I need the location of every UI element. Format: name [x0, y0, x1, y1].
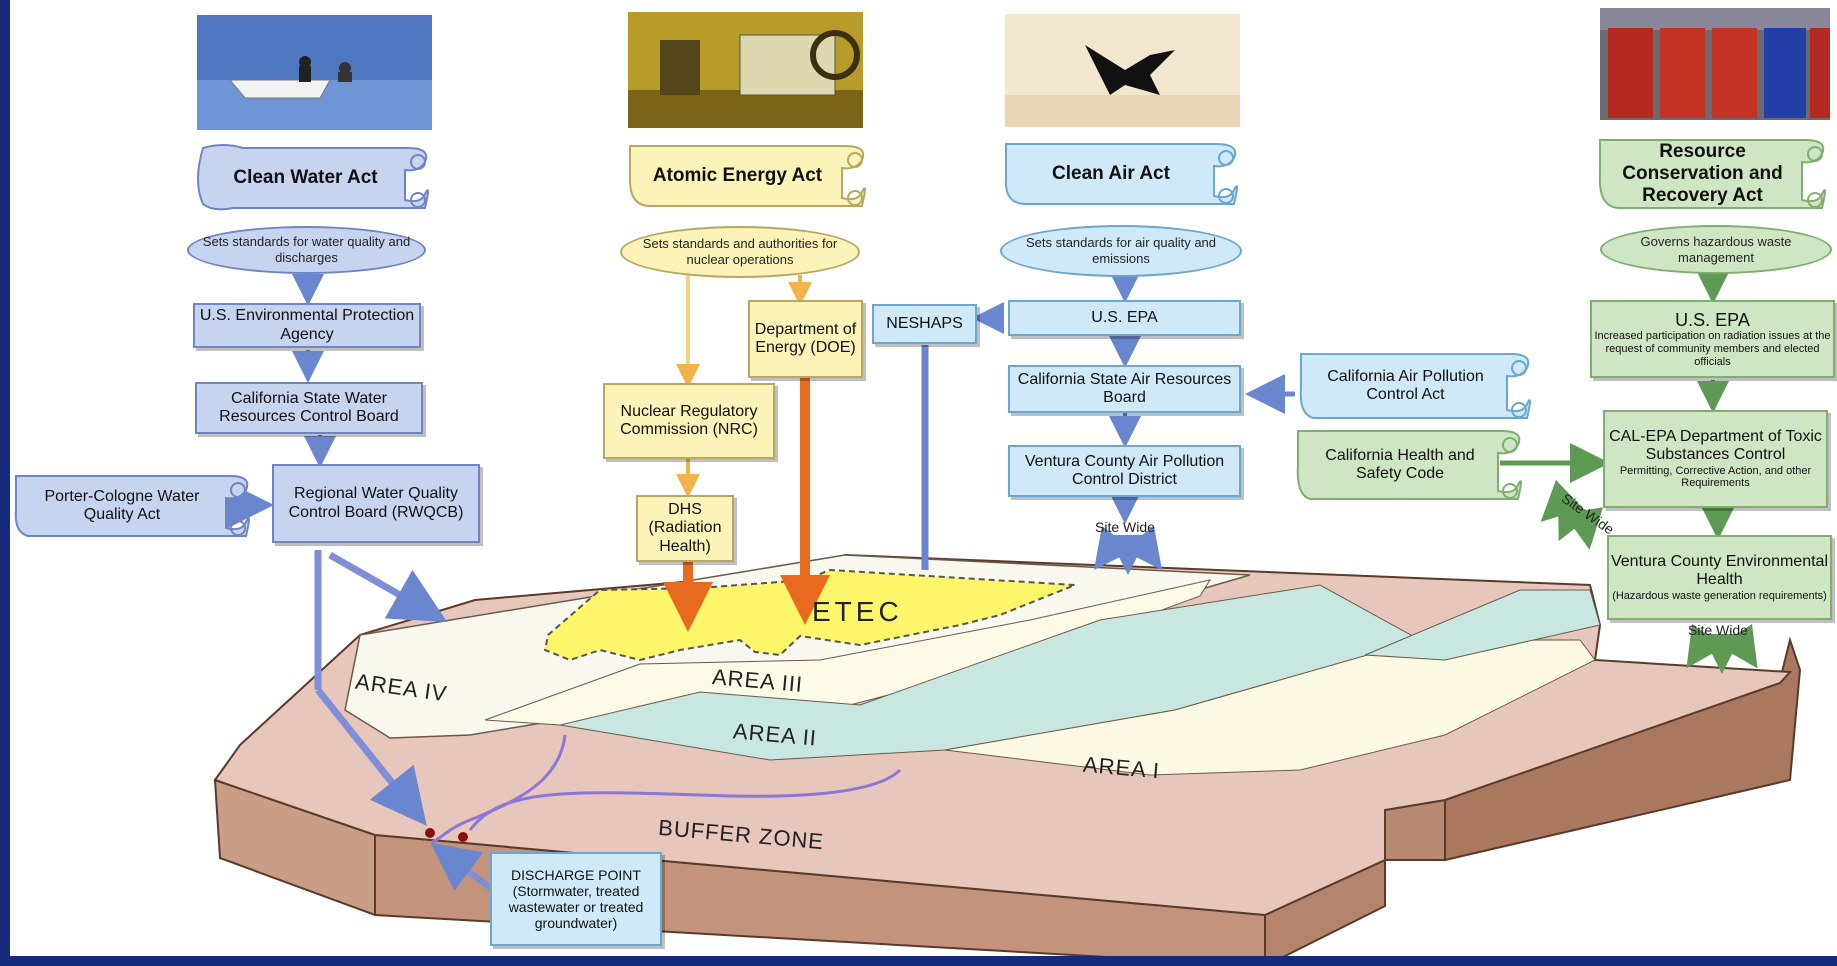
site-wide-arrow [1563, 507, 1604, 550]
us-epa-water-box: U.S. Environmental Protection Agency [193, 303, 421, 348]
neshaps-box: NESHAPS [872, 304, 977, 344]
waste-drums-photo-icon [1600, 8, 1830, 120]
site-wide-arrow [1686, 623, 1726, 669]
discharge-point-marker [425, 828, 435, 838]
boat-photo-icon [197, 15, 432, 130]
clean-water-act-scroll: Clean Water Act [193, 142, 438, 214]
rwqcb-to-site-arrow [328, 551, 448, 622]
ca-air-act-scroll: California Air Pollution Control Act [1293, 348, 1538, 424]
nrc-box: Nuclear Regulatory Commission (NRC) [603, 383, 775, 459]
ca-air-act-label: California Air Pollution Control Act [1327, 367, 1484, 403]
discharge-point-marker [458, 832, 468, 842]
rcra-desc: Governs hazardous waste management [1600, 225, 1832, 274]
ca-air-board-box: California State Air Resources Board [1008, 365, 1241, 413]
left-frame-border [0, 0, 10, 966]
drainage-line [431, 734, 567, 844]
porter-cologne-scroll: Porter-Cologne Water Quality Act [8, 470, 256, 542]
area-i-teal-strip [1364, 589, 1601, 661]
ventura-health-text: (Hazardous waste generation requirements… [1612, 589, 1827, 602]
dtsc-title: CAL-EPA Department of Toxic Substances C… [1609, 427, 1822, 464]
etec-label: ETEC [812, 596, 903, 627]
clean-water-desc: Sets standards for water quality and dis… [187, 226, 426, 274]
discharge-point-box: DISCHARGE POINT (Stormwater, treated was… [490, 852, 662, 946]
air-site-wide-label: Site Wide [1095, 519, 1155, 535]
us-epa-air-box: U.S. EPA [1008, 300, 1241, 336]
atomic-desc: Sets standards and authorities for nucle… [620, 226, 860, 278]
area-ii-surface [559, 584, 1422, 761]
bird-photo-icon [1005, 14, 1240, 127]
site-wide-arrow [1094, 526, 1134, 570]
health-safety-code-label: California Health and Safety Code [1325, 446, 1475, 482]
rcra-epa-text: Increased participation on radiation iss… [1594, 330, 1831, 368]
ventura-air-district-box: Ventura County Air Pollution Control Dis… [1008, 445, 1241, 497]
clean-air-act-scroll: Clean Air Act [996, 138, 1246, 210]
rcra-site-wide-label-2: Site Wide [1688, 622, 1748, 638]
dtsc-box: CAL-EPA Department of Toxic Substances C… [1603, 410, 1828, 508]
porter-cologne-label: Porter-Cologne Water Quality Act [44, 487, 200, 523]
atomic-energy-act-label: Atomic Energy Act [652, 165, 823, 187]
laboratory-photo-icon [628, 12, 863, 128]
area-i-surface [944, 639, 1596, 776]
rcra-label: Resource Conservation and Recovery Act [1622, 141, 1783, 206]
ca-water-board-box: California State Water Resources Control… [195, 382, 423, 434]
dtsc-text: Permitting, Corrective Action, and other… [1619, 464, 1812, 490]
ventura-health-box: Ventura County Environmental Health (Haz… [1607, 535, 1832, 620]
clean-air-desc: Sets standards for air quality and emiss… [1000, 225, 1242, 277]
doe-box: Department of Energy (DOE) [748, 300, 863, 378]
clean-water-act-label: Clean Water Act [233, 167, 378, 189]
drainage-line [468, 768, 902, 831]
rcra-epa-box: U.S. EPA Increased participation on radi… [1590, 300, 1835, 378]
clean-air-act-label: Clean Air Act [1052, 163, 1170, 185]
rcra-epa-title: U.S. EPA [1675, 309, 1750, 330]
atomic-energy-act-scroll: Atomic Energy Act [620, 140, 875, 212]
ventura-health-title: Ventura County Environmental Health [1610, 552, 1828, 589]
bottom-frame-border [0, 956, 1837, 966]
dhs-box: DHS (Radiation Health) [636, 495, 734, 562]
site-wide-arrow [1122, 526, 1162, 570]
rcra-scroll: Resource Conservation and Recovery Act [1590, 134, 1835, 214]
rwqcb-to-discharge-arrow [315, 687, 427, 826]
site-wide-arrow [1718, 623, 1758, 669]
rwqcb-box: Regional Water Quality Control Board (RW… [272, 464, 480, 543]
health-safety-code-scroll: California Health and Safety Code [1290, 425, 1530, 505]
